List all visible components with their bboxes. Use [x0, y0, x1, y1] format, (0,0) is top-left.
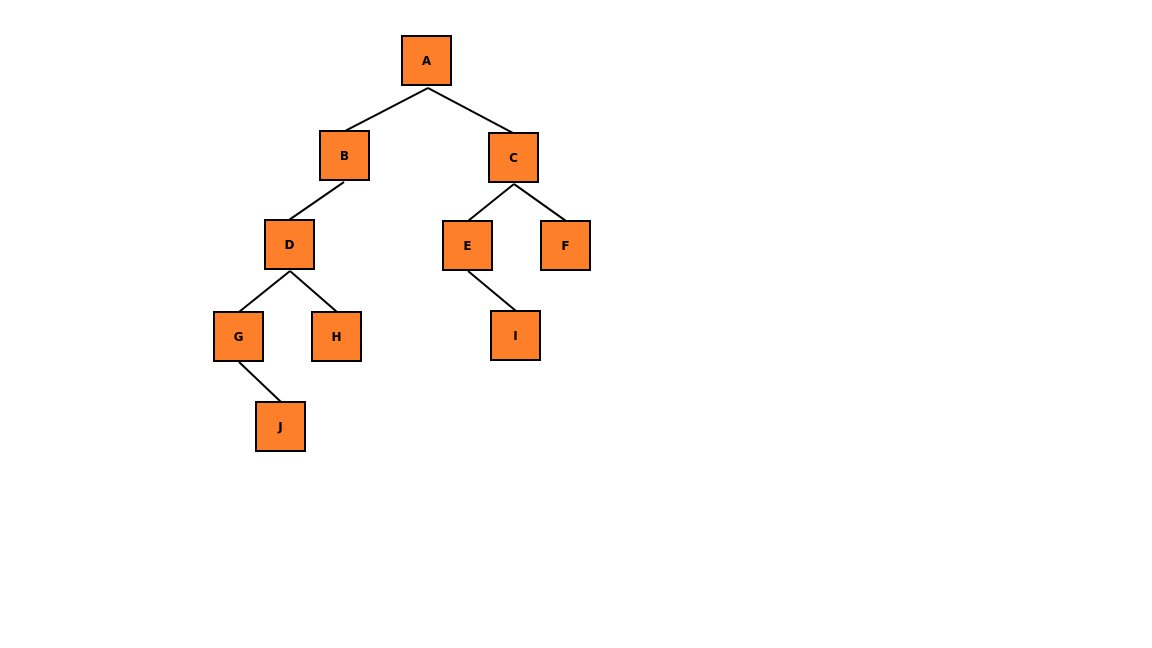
- node-label-j: J: [278, 419, 283, 434]
- edge-d-g: [238, 270, 291, 313]
- node-label-g: G: [233, 329, 244, 344]
- tree-node-e: E: [442, 220, 493, 271]
- node-label-h: H: [331, 329, 342, 344]
- tree-node-g: G: [213, 311, 264, 362]
- edge-g-j: [238, 361, 282, 403]
- node-label-c: C: [509, 150, 518, 165]
- tree-node-a: A: [401, 35, 452, 86]
- tree-node-c: C: [488, 132, 539, 183]
- node-label-b: B: [339, 148, 350, 163]
- edge-c-f: [513, 183, 567, 222]
- edge-c-e: [467, 183, 515, 222]
- node-label-e: E: [463, 238, 472, 253]
- node-label-a: A: [421, 53, 432, 68]
- node-label-f: F: [561, 238, 570, 253]
- tree-node-f: F: [540, 220, 591, 271]
- edge-b-d: [288, 181, 345, 221]
- node-label-i: I: [513, 328, 518, 343]
- edge-e-i: [467, 270, 517, 312]
- tree-node-h: H: [311, 311, 362, 362]
- tree-node-i: I: [490, 310, 541, 361]
- edge-a-b: [344, 87, 429, 132]
- tree-node-d: D: [264, 219, 315, 270]
- tree-node-b: B: [319, 130, 370, 181]
- edge-d-h: [289, 270, 338, 313]
- tree-node-j: J: [255, 401, 306, 452]
- node-label-d: D: [284, 237, 295, 252]
- edge-a-c: [427, 87, 514, 134]
